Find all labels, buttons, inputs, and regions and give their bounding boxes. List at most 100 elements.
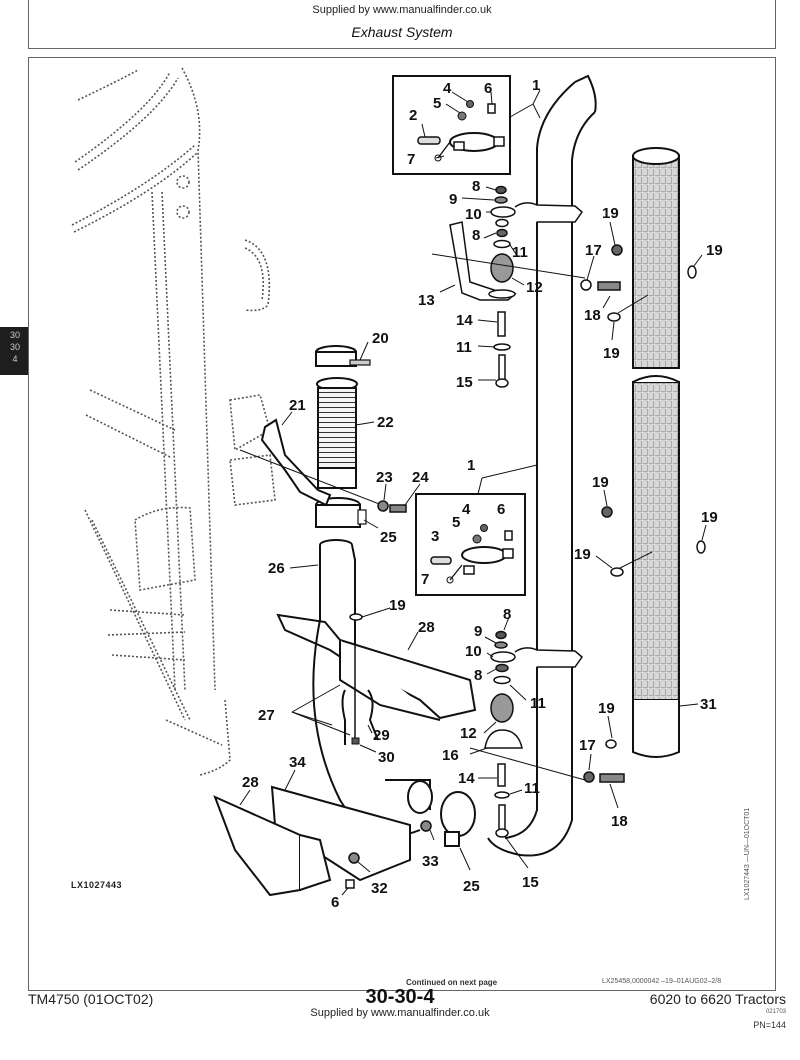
callout-18: 18 — [611, 813, 628, 830]
washer-33 — [420, 820, 432, 832]
callout-18: 18 — [584, 307, 601, 324]
callout-12: 12 — [526, 279, 543, 296]
callout-11: 11 — [512, 244, 528, 261]
callout-28: 28 — [242, 774, 259, 791]
callout-9: 9 — [474, 623, 482, 640]
page-header: Supplied by www.manualfinder.co.uk Exhau… — [28, 0, 776, 49]
product-name: 6020 to 6620 Tractors — [649, 991, 786, 1007]
callout-6: 6 — [484, 80, 492, 97]
callout-7: 7 — [407, 151, 415, 168]
side-tab-line: 30 — [9, 342, 20, 352]
upper-heat-shield — [632, 147, 680, 369]
supplied-by-footer: Supplied by www.manualfinder.co.uk — [310, 1007, 490, 1019]
callout-2: 2 — [409, 107, 417, 124]
callout-8: 8 — [472, 227, 480, 244]
callout-5: 5 — [433, 95, 441, 112]
callout-11: 11 — [456, 339, 472, 356]
lower-heat-shield — [632, 375, 680, 758]
callout-19: 19 — [701, 509, 718, 526]
callout-11: 11 — [524, 780, 540, 797]
clamp-25-lower — [440, 791, 476, 847]
washer-23 — [377, 500, 389, 512]
nut-6 — [345, 879, 355, 889]
callout-19: 19 — [598, 700, 615, 717]
callout-25: 25 — [380, 529, 397, 546]
callout-17: 17 — [585, 242, 602, 259]
callout-15: 15 — [456, 374, 473, 391]
callout-6: 6 — [497, 501, 505, 518]
technical-manual-label: TM4750 (01OCT02) — [28, 991, 154, 1007]
callout-19: 19 — [706, 242, 723, 259]
callout-4: 4 — [443, 80, 452, 97]
callout-34: 34 — [289, 754, 306, 771]
callout-11: 11 — [530, 695, 546, 712]
nut-30 — [351, 737, 360, 745]
supplied-by-header: Supplied by www.manualfinder.co.uk — [312, 4, 492, 16]
callout-17: 17 — [579, 737, 596, 754]
callout-24: 24 — [412, 469, 429, 486]
lower-mount-hardware — [469, 630, 586, 838]
callout-12: 12 — [460, 725, 477, 742]
page-number: 30-30-4 — [365, 986, 435, 1008]
callout-10: 10 — [465, 643, 482, 660]
callout-20: 20 — [372, 330, 389, 347]
document-code: LX25458,0000042 –19–01AUG02–2/8 — [602, 978, 722, 985]
callout-8: 8 — [474, 667, 482, 684]
callout-16: 16 — [442, 747, 459, 764]
callout-29: 29 — [373, 727, 390, 744]
page-pn: PN=144 — [753, 1020, 786, 1030]
callout-28: 28 — [418, 619, 435, 636]
callout-21: 21 — [289, 397, 306, 414]
callout-19: 19 — [603, 345, 620, 362]
shield-fasteners — [580, 244, 706, 783]
callout-30: 30 — [378, 749, 395, 766]
callout-13: 13 — [418, 292, 435, 309]
side-tab-line: 30 — [9, 330, 20, 340]
callout-8: 8 — [472, 178, 480, 195]
callout-3: 3 — [431, 528, 439, 545]
callout-19: 19 — [592, 474, 609, 491]
callout-14: 14 — [456, 312, 473, 329]
callout-32: 32 — [371, 880, 388, 897]
upper-mount-hardware — [431, 185, 586, 388]
section-side-tab: 30 30 4 — [0, 327, 30, 375]
callout-27: 27 — [258, 707, 275, 724]
flex-bellows-assembly — [315, 345, 371, 652]
date-code: 021703 — [765, 1009, 786, 1015]
callout-22: 22 — [377, 414, 394, 431]
callout-19: 19 — [389, 597, 406, 614]
lower-shield-34 — [213, 785, 411, 897]
callout-19: 19 — [602, 205, 619, 222]
callout-9: 9 — [449, 191, 457, 208]
figure-vertical-code: LX1027443 —UN—01OCT01 — [744, 807, 751, 900]
callout-26: 26 — [268, 560, 285, 577]
callout-4: 4 — [462, 501, 471, 518]
leader-lines — [239, 91, 707, 896]
upper-clamp-inset — [392, 75, 541, 175]
figure-id: LX1027443 — [71, 880, 123, 890]
upper-shield-28 — [276, 613, 477, 721]
side-tab-line: 4 — [12, 354, 18, 364]
washer-32 — [348, 852, 360, 864]
callout-6: 6 — [331, 894, 339, 911]
continued-note: Continued on next page — [406, 978, 498, 987]
callout-1: 1 — [467, 457, 475, 474]
section-title: Exhaust System — [351, 24, 453, 40]
callout-7: 7 — [421, 571, 429, 588]
support-bracket — [260, 418, 332, 507]
callout-8: 8 — [503, 606, 511, 623]
callout-23: 23 — [376, 469, 393, 486]
callout-19: 19 — [574, 546, 591, 563]
upper-exhaust-pipe — [536, 74, 597, 640]
lower-clamp-inset — [415, 464, 538, 596]
callout-1: 1 — [532, 77, 540, 94]
lower-exhaust-elbow — [487, 640, 573, 857]
callout-33: 33 — [422, 853, 439, 870]
bolt-24 — [389, 504, 407, 513]
bracket-29 — [341, 689, 379, 745]
callouts: 1 2 4 5 6 7 8 9 10 8 11 12 13 14 11 15 1… — [242, 77, 723, 911]
callout-15: 15 — [522, 874, 539, 891]
cab-phantom-outline — [71, 67, 276, 776]
callout-14: 14 — [458, 770, 475, 787]
